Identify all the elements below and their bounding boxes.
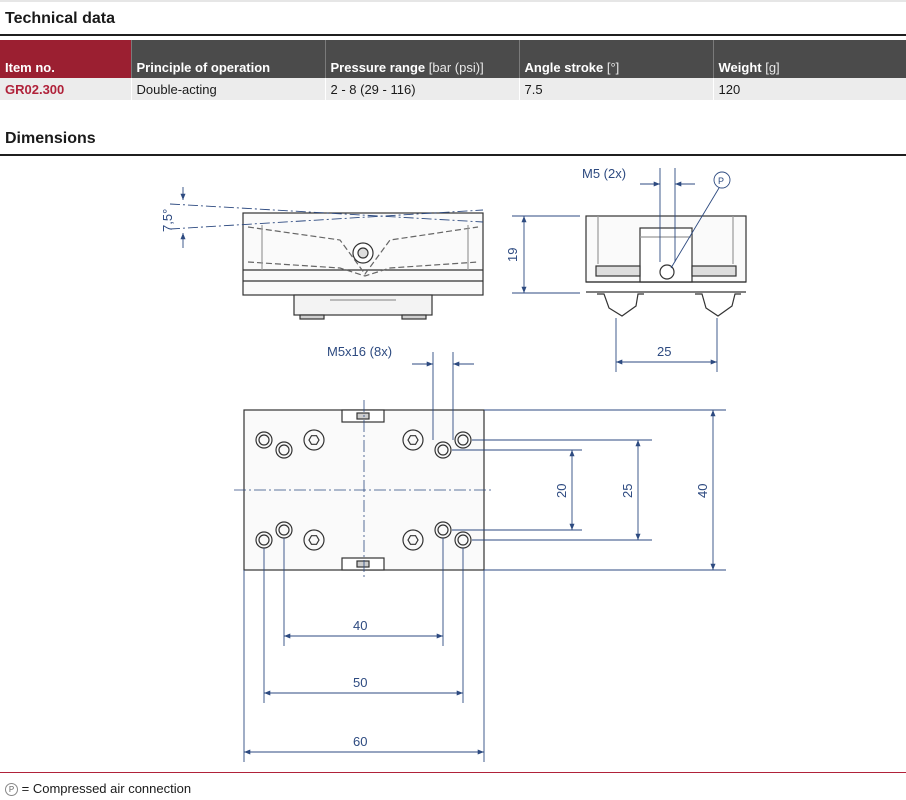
dim-40-vertical-label: 40 — [695, 484, 710, 498]
m5x16-label: M5x16 (8x) — [327, 344, 392, 359]
pressure-symbol-icon: P — [5, 783, 18, 796]
side-dimensions — [512, 168, 731, 372]
technical-data-table: Item no. Principle of operation Pressure… — [0, 40, 906, 100]
top-dimensions — [243, 352, 726, 762]
side-view — [585, 215, 747, 317]
width-25-side-label: 25 — [657, 344, 671, 359]
col-pressure: Pressure range [bar (psi)] — [324, 40, 519, 78]
col-principle: Principle of operation — [130, 40, 325, 78]
principle-cell: Double-acting — [130, 78, 325, 100]
weight-cell: 120 — [712, 78, 906, 100]
dim-40-horizontal-label: 40 — [353, 618, 367, 633]
pressure-cell: 2 - 8 (29 - 116) — [324, 78, 519, 100]
height-19-label: 19 — [505, 248, 520, 262]
item-no-cell: GR02.300 — [0, 78, 131, 100]
angle-dimension — [169, 187, 484, 248]
front-view — [242, 212, 484, 320]
col-item-no: Item no. — [0, 40, 131, 78]
col-angle: Angle stroke [°] — [518, 40, 713, 78]
dim-60-label: 60 — [353, 734, 367, 749]
col-weight: Weight [g] — [712, 40, 906, 78]
footer-rule — [0, 772, 906, 773]
table-row: GR02.300 Double-acting 2 - 8 (29 - 116) … — [0, 78, 906, 100]
angle-label: 7,5° — [160, 209, 175, 232]
dim-25-label: 25 — [620, 484, 635, 498]
m5-label: M5 (2x) — [582, 166, 626, 181]
dimensions-heading: Dimensions — [0, 118, 906, 156]
technical-data-heading: Technical data — [0, 0, 906, 36]
footer-note-text: = Compressed air connection — [21, 781, 192, 796]
pressure-port-symbol: P — [718, 176, 724, 186]
dim-20-label: 20 — [554, 484, 569, 498]
top-centerlines — [234, 400, 494, 580]
top-rule — [0, 0, 906, 2]
dim-50-label: 50 — [353, 675, 367, 690]
angle-cell: 7.5 — [518, 78, 713, 100]
footer-note: P = Compressed air connection — [5, 781, 191, 796]
table-header-row: Item no. Principle of operation Pressure… — [0, 40, 906, 78]
